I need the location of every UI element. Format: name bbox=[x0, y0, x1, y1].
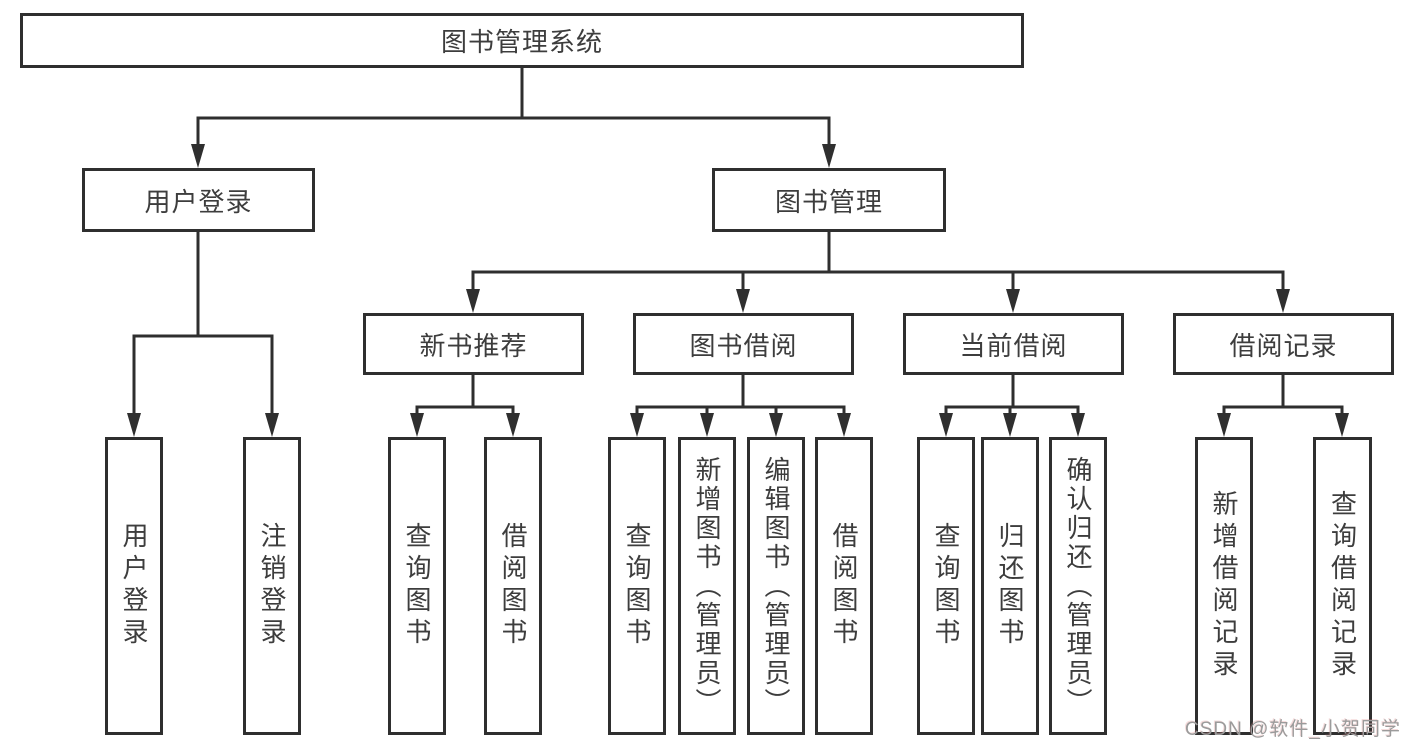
leaf-br-query-record: 查询借阅记录 bbox=[1313, 437, 1372, 735]
leaf-bb-add-book: 新增图书（管理员） bbox=[678, 437, 736, 735]
leaf-logout: 注销登录 bbox=[243, 437, 301, 735]
node-root: 图书管理系统 bbox=[20, 13, 1024, 68]
leaf-cb-return-book: 归还图书 bbox=[981, 437, 1039, 735]
leaf-bb-query-book: 查询图书 bbox=[608, 437, 666, 735]
node-borrow-records: 借阅记录 bbox=[1173, 313, 1394, 375]
node-book-borrow: 图书借阅 bbox=[633, 313, 854, 375]
leaf-bb-borrow-book: 借阅图书 bbox=[815, 437, 873, 735]
leaf-br-add-record: 新增借阅记录 bbox=[1195, 437, 1253, 735]
node-book-management: 图书管理 bbox=[712, 168, 946, 232]
node-user-login: 用户登录 bbox=[82, 168, 315, 232]
leaf-bb-edit-book: 编辑图书（管理员） bbox=[747, 437, 805, 735]
node-current-borrow: 当前借阅 bbox=[903, 313, 1124, 375]
leaf-rec-query-book: 查询图书 bbox=[388, 437, 446, 735]
leaf-user-login: 用户登录 bbox=[105, 437, 163, 735]
csdn-watermark: CSDN @软件_小贺同学 bbox=[1185, 719, 1401, 740]
leaf-rec-borrow-book: 借阅图书 bbox=[484, 437, 542, 735]
leaf-cb-confirm-return: 确认归还（管理员） bbox=[1049, 437, 1107, 735]
leaf-cb-query-book: 查询图书 bbox=[917, 437, 975, 735]
node-new-book-recommend: 新书推荐 bbox=[363, 313, 584, 375]
